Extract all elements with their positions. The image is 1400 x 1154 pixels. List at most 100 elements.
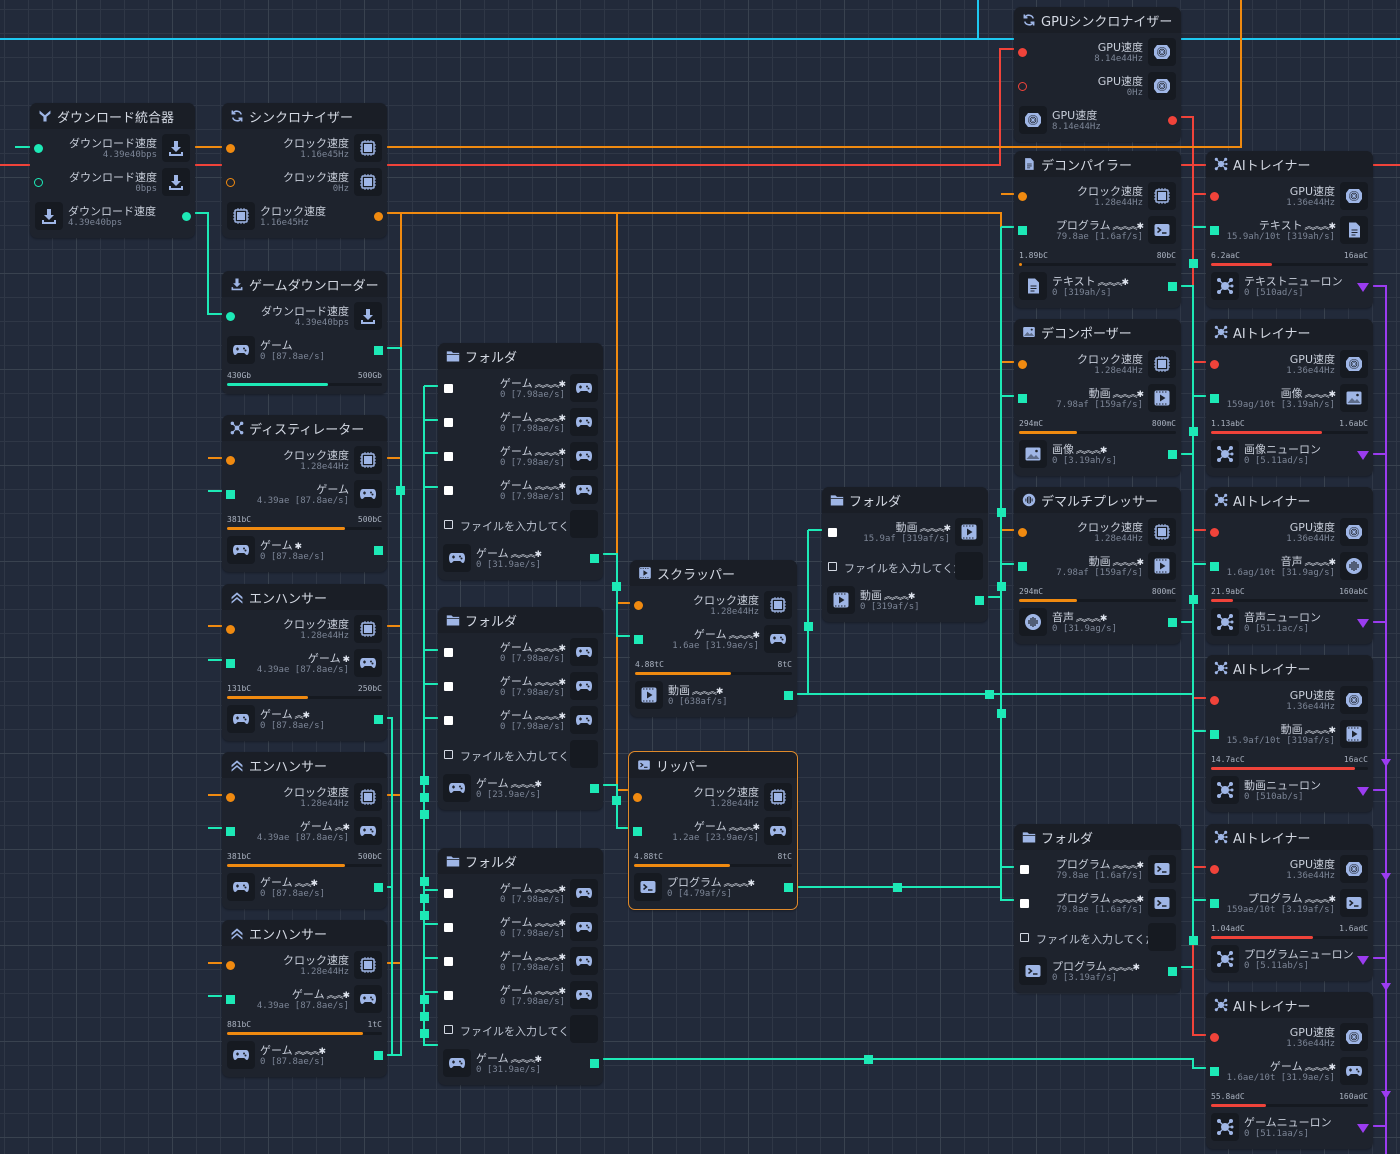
- output-port[interactable]: [1357, 956, 1369, 965]
- node-folder-2[interactable]: フォルダゲーム ︽︽︽✱0 [7.98ae/s]ゲーム ︽︽︽✱0 [7.98a…: [438, 607, 603, 810]
- input-port[interactable]: [226, 312, 235, 321]
- input-row[interactable]: ゲーム ︽︽︽✱0 [7.98ae/s]: [438, 474, 603, 508]
- node-header[interactable]: フォルダ: [438, 343, 603, 369]
- node-header[interactable]: フォルダ: [1014, 824, 1181, 850]
- file-checkbox[interactable]: [444, 750, 453, 759]
- file-slot[interactable]: [570, 740, 598, 768]
- input-port[interactable]: [634, 635, 643, 644]
- input-row[interactable]: ゲーム ︽︽︽✱1.6ae/10t [31.9ae/s]: [1206, 1055, 1373, 1089]
- input-row[interactable]: 音声 ︽︽︽✱1.6ag/10t [31.9ag/s]: [1206, 550, 1373, 584]
- input-port[interactable]: [34, 144, 43, 153]
- output-row[interactable]: 音声 ︽︽︽✱0 [31.9ag/s]: [1014, 606, 1181, 640]
- input-row[interactable]: ゲーム ︽︽︽✱0 [7.98ae/s]: [438, 440, 603, 474]
- input-row[interactable]: 画像 ︽︽︽✱159ag/10t [3.19ah/s]: [1206, 382, 1373, 416]
- input-port[interactable]: [226, 456, 235, 465]
- input-port[interactable]: [1210, 1067, 1219, 1076]
- node-header[interactable]: GPUシンクロナイザー: [1014, 7, 1181, 33]
- input-row[interactable]: 動画 ︽︽︽✱15.9af/10t [319af/s]: [1206, 718, 1373, 752]
- output-port[interactable]: [374, 1051, 383, 1060]
- input-row[interactable]: ゲーム ︽︽︽✱0 [7.98ae/s]: [438, 877, 603, 911]
- node-header[interactable]: エンハンサー: [222, 584, 387, 610]
- file-input-placeholder[interactable]: ファイルを入力してくだ: [460, 750, 581, 763]
- slot-checkbox[interactable]: [444, 889, 453, 898]
- output-port[interactable]: [1168, 450, 1177, 459]
- slot-checkbox[interactable]: [444, 716, 453, 725]
- output-port[interactable]: [374, 212, 383, 221]
- output-port[interactable]: [784, 883, 793, 892]
- file-input-row[interactable]: ファイルを入力してくだ: [438, 508, 603, 542]
- input-port[interactable]: [226, 827, 235, 836]
- input-port[interactable]: [1210, 696, 1219, 705]
- file-checkbox[interactable]: [444, 1025, 453, 1034]
- node-header[interactable]: ダウンロード統合器: [30, 103, 195, 129]
- output-row[interactable]: 画像 ︽︽︽✱0 [3.19ah/s]: [1014, 438, 1181, 472]
- input-row[interactable]: ゲーム ︽︽︽✱0 [7.98ae/s]: [438, 406, 603, 440]
- file-checkbox[interactable]: [444, 520, 453, 529]
- output-row[interactable]: プログラム ︽︽︽✱0 [3.19af/s]: [1014, 955, 1181, 989]
- input-port[interactable]: [226, 490, 235, 499]
- file-input-placeholder[interactable]: ファイルを入力してくだ: [460, 1025, 581, 1038]
- output-row[interactable]: ゲーム ︽︽︽✱0 [31.9ae/s]: [438, 1047, 603, 1081]
- input-port[interactable]: [1018, 82, 1027, 91]
- output-row[interactable]: 動画 ︽︽︽✱0 [638af/s]: [630, 679, 797, 713]
- node-header[interactable]: AIトレイナー: [1206, 655, 1373, 681]
- node-header[interactable]: リッパー: [629, 752, 797, 778]
- slot-checkbox[interactable]: [444, 418, 453, 427]
- slot-checkbox[interactable]: [444, 648, 453, 657]
- file-checkbox[interactable]: [828, 562, 837, 571]
- node-header[interactable]: AIトレイナー: [1206, 151, 1373, 177]
- node-header[interactable]: AIトレイナー: [1206, 319, 1373, 345]
- input-port[interactable]: [226, 961, 235, 970]
- output-port[interactable]: [374, 883, 383, 892]
- input-port[interactable]: [634, 601, 643, 610]
- input-row[interactable]: ゲーム ︽︽︽✱0 [7.98ae/s]: [438, 911, 603, 945]
- file-input-row[interactable]: ファイルを入力してくだ: [438, 738, 603, 772]
- output-port[interactable]: [590, 554, 599, 563]
- input-row[interactable]: ゲーム ︽︽︽✱0 [7.98ae/s]: [438, 945, 603, 979]
- node-header[interactable]: デマルチプレッサー: [1014, 487, 1181, 513]
- node-header[interactable]: エンハンサー: [222, 920, 387, 946]
- input-row[interactable]: プログラム ︽︽︽✱79.8ae [1.6af/s]: [1014, 853, 1181, 887]
- output-row[interactable]: ゲーム ︽︽︽✱0 [87.8ae/s]: [222, 1039, 387, 1073]
- input-port[interactable]: [1210, 192, 1219, 201]
- node-folder-1[interactable]: フォルダゲーム ︽︽︽✱0 [7.98ae/s]ゲーム ︽︽︽✱0 [7.98a…: [438, 343, 603, 580]
- slot-checkbox[interactable]: [444, 957, 453, 966]
- input-row[interactable]: 動画 ︽︽︽✱7.98af [159af/s]: [1014, 382, 1181, 416]
- input-port[interactable]: [1210, 730, 1219, 739]
- input-port[interactable]: [1018, 192, 1027, 201]
- input-port[interactable]: [226, 659, 235, 668]
- output-port[interactable]: [1357, 451, 1369, 460]
- input-port[interactable]: [633, 793, 642, 802]
- input-row[interactable]: 動画 ︽︽︽✱7.98af [159af/s]: [1014, 550, 1181, 584]
- output-port[interactable]: [1357, 1124, 1369, 1133]
- input-row[interactable]: ゲーム ︽︽✱4.39ae [87.8ae/s]: [222, 983, 387, 1017]
- output-port[interactable]: [590, 784, 599, 793]
- input-port[interactable]: [226, 995, 235, 1004]
- node-folder-4[interactable]: フォルダ動画 ︽︽︽✱15.9af [319af/s]ファイルを入力してくだ動画…: [822, 487, 988, 622]
- output-row[interactable]: ゲーム ✱0 [87.8ae/s]: [222, 534, 387, 568]
- output-port[interactable]: [374, 715, 383, 724]
- output-row[interactable]: ゲーム ︽✱0 [87.8ae/s]: [222, 703, 387, 737]
- input-row[interactable]: プログラム ︽︽︽✱159ae/10t [3.19af/s]: [1206, 887, 1373, 921]
- output-port[interactable]: [1357, 619, 1369, 628]
- output-port[interactable]: [590, 1059, 599, 1068]
- node-header[interactable]: AIトレイナー: [1206, 992, 1373, 1018]
